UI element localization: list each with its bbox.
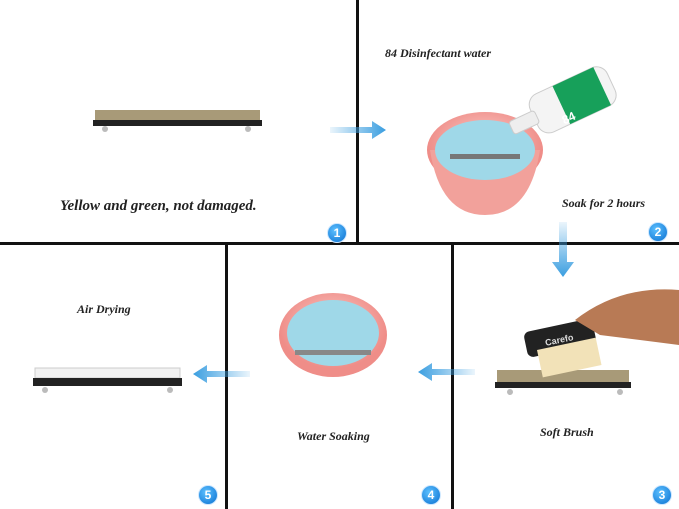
arrow-right-icon [330, 121, 386, 139]
soaking-bowl [279, 293, 387, 377]
step-5-caption: Air Drying [77, 302, 131, 316]
clean-filter [33, 367, 182, 393]
disinfectant-bottle [509, 66, 617, 135]
arrow-down-icon [552, 222, 574, 277]
arrow-left-icon [418, 363, 475, 381]
divider [0, 242, 679, 245]
step-3-caption: Soft Brush [540, 425, 594, 439]
filter-being-brushed [495, 370, 631, 395]
step-3-badge: 3 [652, 485, 672, 505]
step-4-caption: Water Soaking [297, 429, 370, 443]
step-4-badge: 4 [421, 485, 441, 505]
divider [451, 242, 454, 509]
soaking-bowl [427, 112, 543, 215]
step-2-top-caption: 84 Disinfectant water [385, 46, 492, 60]
soft-brush [524, 289, 679, 378]
divider [356, 0, 359, 245]
hand [575, 289, 679, 345]
step-1-badge: 1 [327, 223, 347, 243]
arrow-left-icon [193, 365, 250, 383]
step-5-badge: 5 [198, 485, 218, 505]
step-2-caption: Soak for 2 hours [562, 196, 646, 210]
dirty-filter [93, 110, 262, 132]
step-1-caption: Yellow and green, not damaged. [60, 198, 257, 214]
step-2-badge: 2 [648, 222, 668, 242]
